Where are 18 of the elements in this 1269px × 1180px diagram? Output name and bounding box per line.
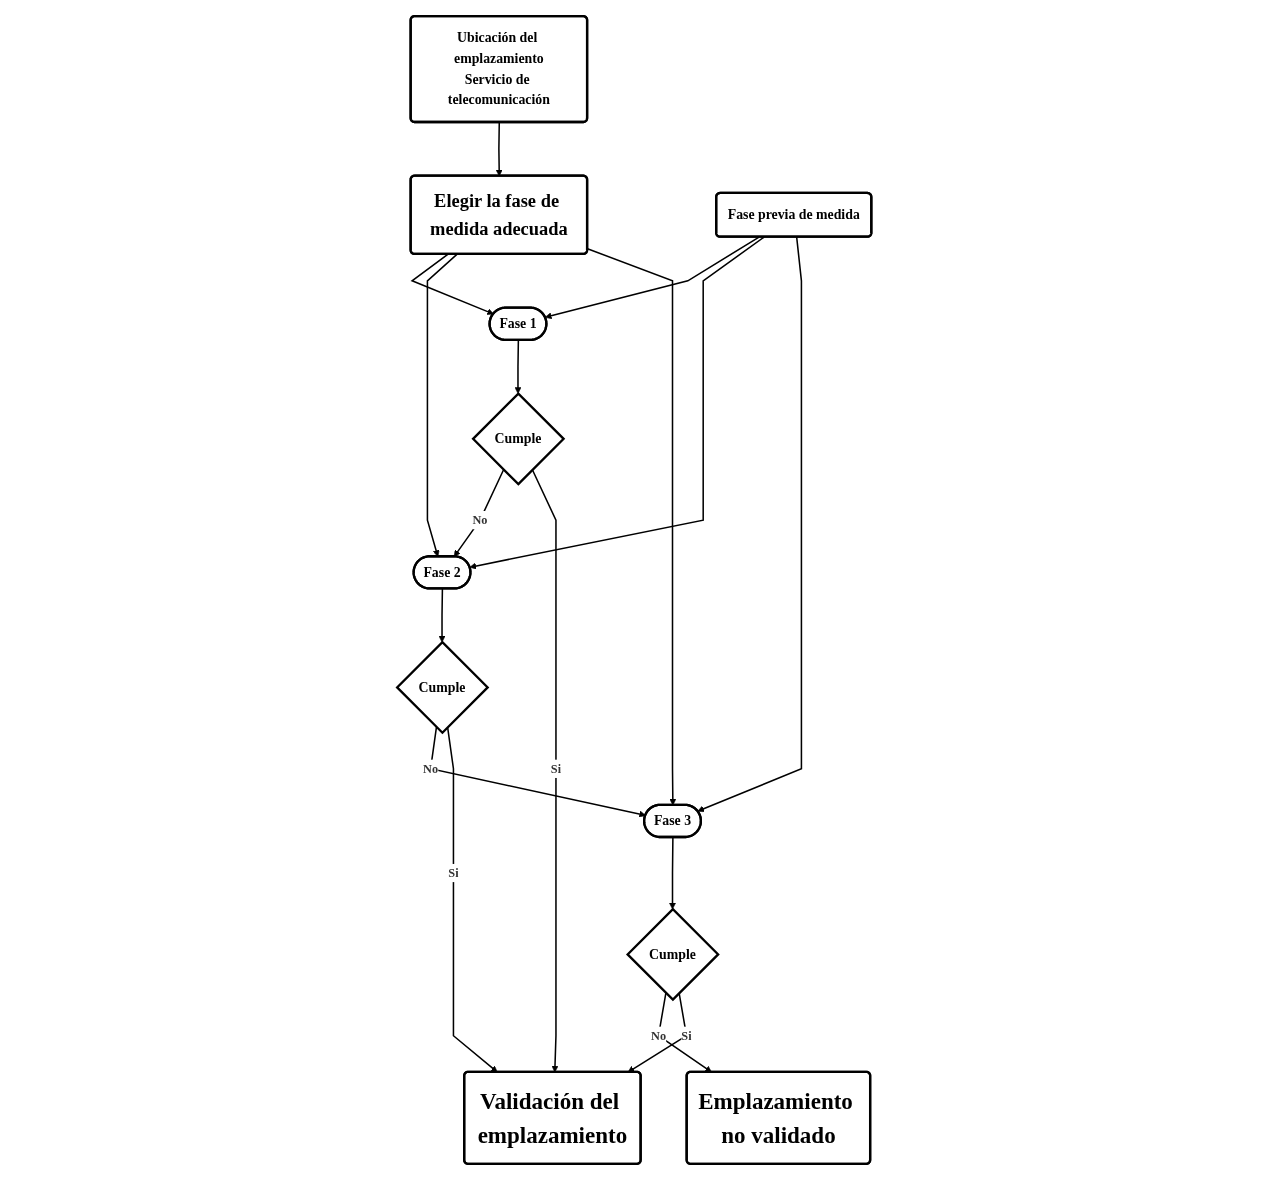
node-diamond: Cumple — [626, 907, 721, 1002]
edge-label: No — [423, 761, 439, 775]
arrow — [514, 339, 522, 394]
edge-label: Si — [681, 1028, 692, 1042]
arrow — [430, 726, 647, 818]
arrow — [410, 253, 495, 315]
arrow — [438, 588, 446, 643]
arrow — [426, 253, 458, 557]
arrow — [454, 468, 505, 557]
edge-label: Si — [448, 866, 459, 880]
arrow — [545, 236, 761, 320]
edge-label: No — [651, 1028, 667, 1042]
arrow — [469, 236, 766, 570]
edge-label: No — [472, 513, 488, 527]
node-diamond: Cumple — [471, 391, 566, 486]
edge-label: Si — [551, 761, 562, 775]
arrow — [697, 236, 803, 813]
node-diamond: Cumple — [395, 640, 490, 735]
